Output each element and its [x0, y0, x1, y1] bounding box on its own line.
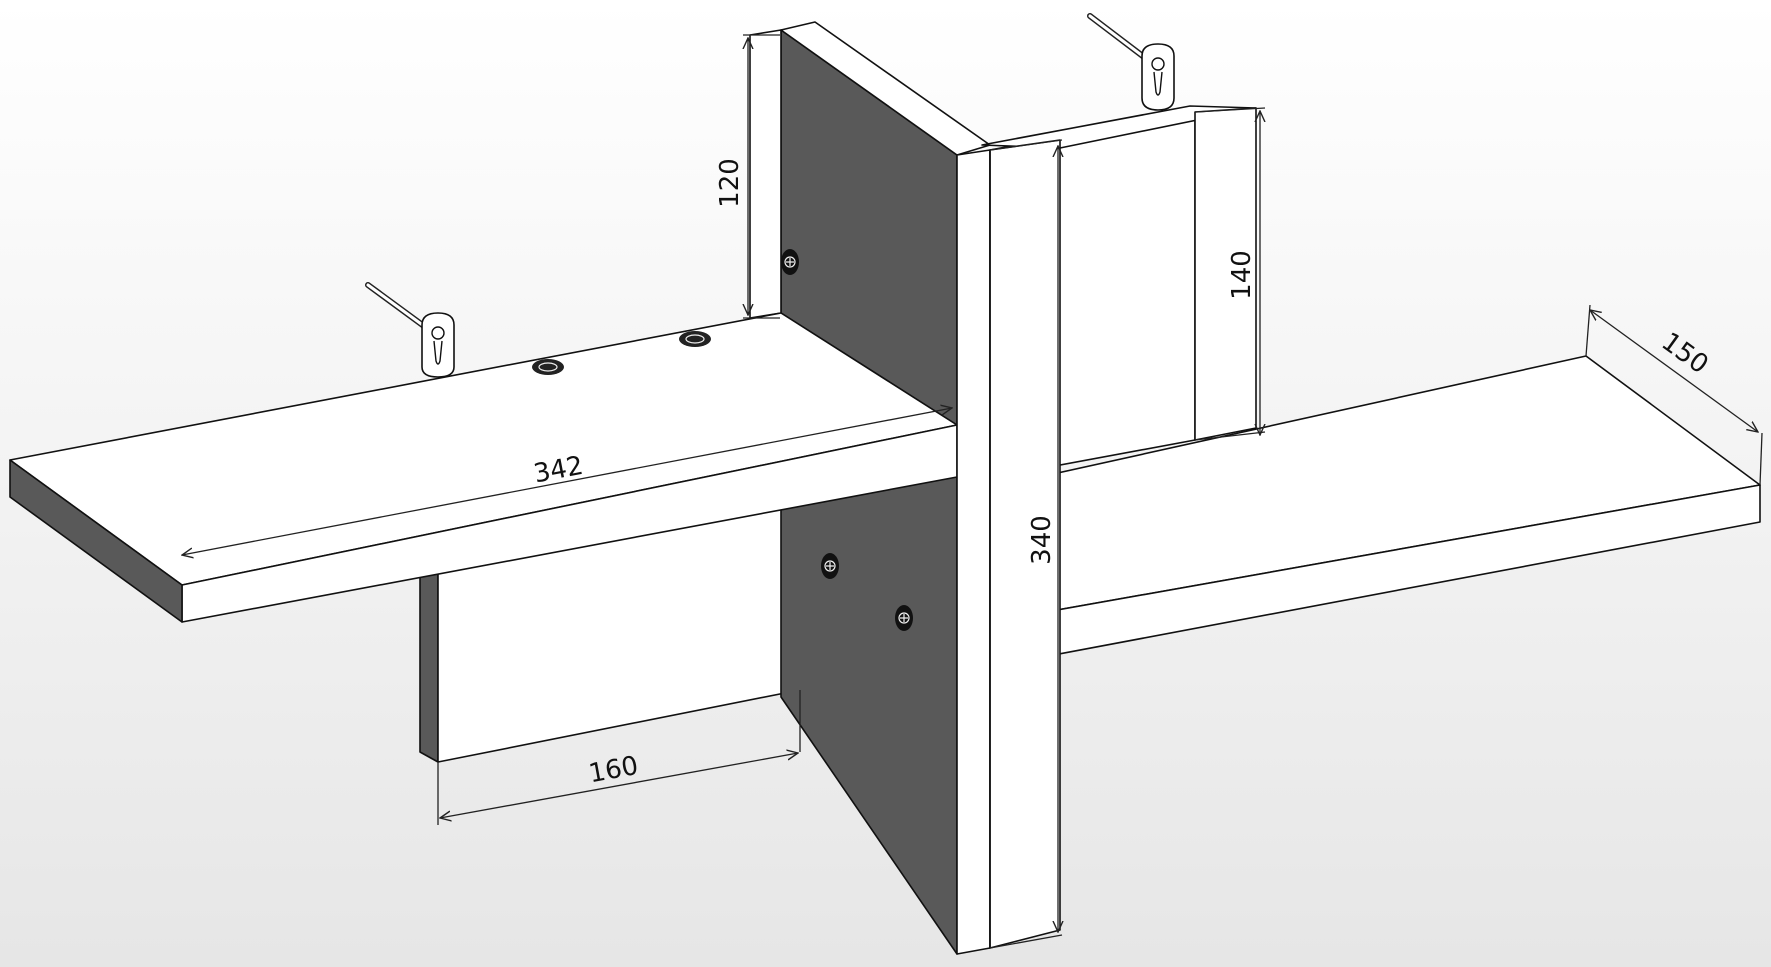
dimension-label: 120 [715, 158, 745, 208]
screw-icon [821, 553, 839, 579]
divider-front-strip [956, 149, 991, 955]
keyhole-hanger-icon [1087, 13, 1175, 111]
screw-icon [532, 359, 564, 375]
central-divider [956, 139, 1061, 955]
screw-icon [679, 331, 711, 347]
upper-vertical-board [749, 21, 991, 426]
dimension-label: 140 [1227, 250, 1257, 300]
dimension-160: 160 [437, 690, 801, 825]
lower-vertical-board [780, 439, 958, 955]
dimension-label: 340 [1027, 515, 1057, 565]
lower-box-dark-side [419, 559, 439, 763]
screw-icon [895, 605, 913, 631]
dimension-120: 120 [715, 34, 780, 319]
left-shelf-dark-end [9, 459, 183, 623]
dimension-340: 340 [989, 139, 1062, 949]
screws [532, 249, 913, 631]
screw-icon [781, 249, 799, 275]
dimension-140: 140 [1194, 107, 1265, 441]
keyhole-hanger-icon [365, 282, 455, 378]
lower-board-dark-face [780, 439, 958, 955]
dimension-label: 150 [1656, 327, 1714, 380]
upper-board-left-strip [749, 29, 782, 319]
